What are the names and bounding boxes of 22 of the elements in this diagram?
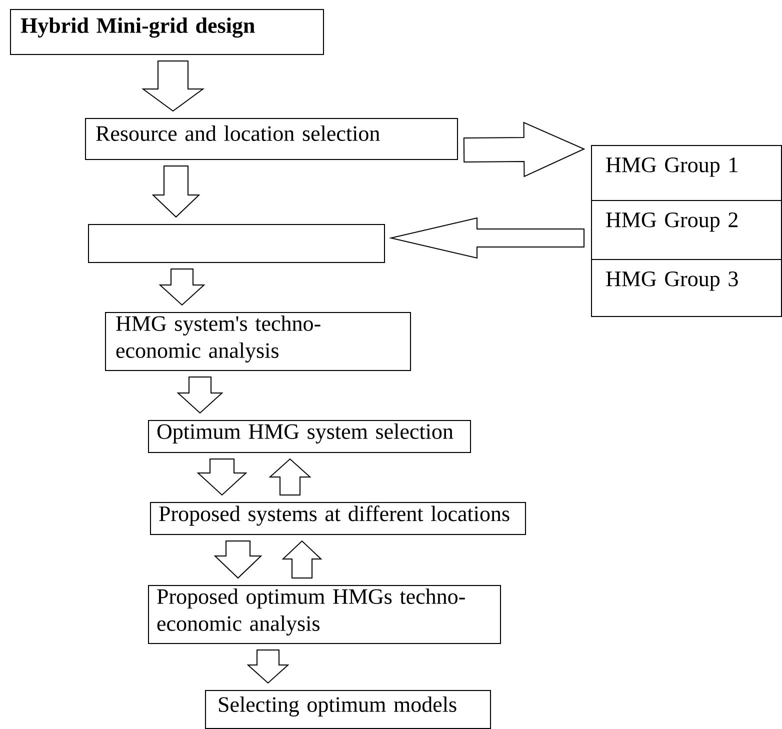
block-arrow xyxy=(214,540,262,579)
process-box: HMG Group 2 xyxy=(591,200,782,260)
block-arrow xyxy=(196,458,248,496)
block-arrow xyxy=(246,650,290,684)
process-box: Optimum HMG system selection xyxy=(148,420,471,453)
block-arrow xyxy=(176,376,224,414)
block-arrow xyxy=(282,540,322,578)
process-box: Proposed optimum HMGs techno-economic analysis xyxy=(148,585,501,644)
block-arrow xyxy=(158,268,206,306)
process-box: Selecting optimum models xyxy=(205,690,491,729)
process-box: HMG Group 1 xyxy=(591,145,782,201)
process-box: Proposed systems at different locations xyxy=(150,502,526,535)
process-box: HMG system's techno-economic analysis xyxy=(105,312,411,371)
process-box: HMG Group 3 xyxy=(591,259,782,317)
empty-box xyxy=(88,224,385,263)
process-box: Resource and location selection xyxy=(85,118,458,160)
block-arrow xyxy=(152,166,200,218)
block-arrow xyxy=(141,60,205,112)
title-box: Hybrid Mini-grid design xyxy=(10,9,324,55)
block-arrow xyxy=(463,122,586,178)
block-arrow xyxy=(268,458,312,496)
block-arrow xyxy=(388,217,584,259)
